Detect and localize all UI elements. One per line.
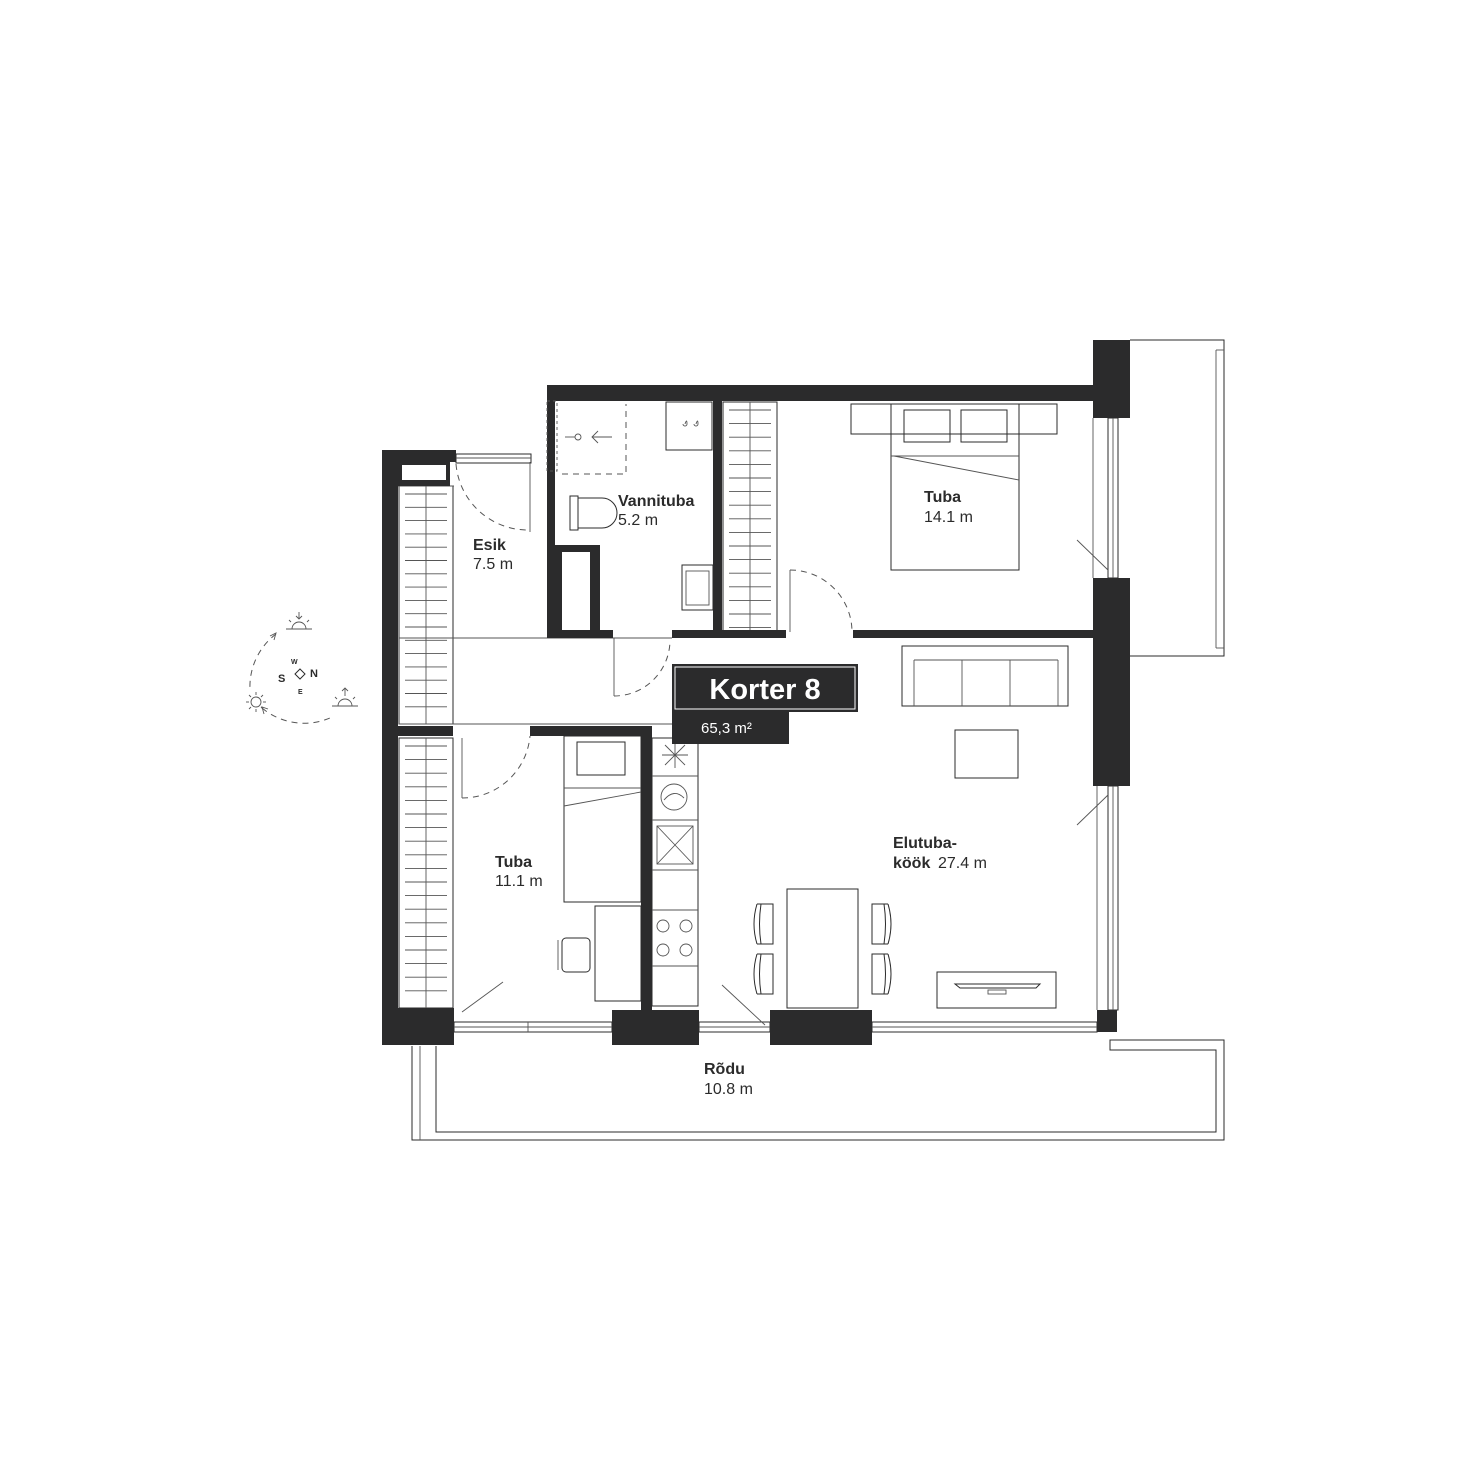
walls	[382, 340, 1130, 1045]
svg-text:Esik: Esik	[473, 537, 506, 554]
right-terrace-outline	[1130, 339, 1225, 657]
room-label-esik: Esik 7.5 m	[473, 537, 513, 573]
svg-text:10.8 m: 10.8 m	[704, 1081, 753, 1098]
room-label-elutuba: Elutuba- köök 27.4 m	[893, 835, 987, 872]
svg-text:Tuba: Tuba	[495, 854, 532, 871]
svg-text:5.2 m: 5.2 m	[618, 512, 658, 529]
svg-text:Tuba: Tuba	[924, 489, 961, 506]
apartment-title: Korter 8	[709, 674, 820, 706]
room-label-rodu: Rõdu 10.8 m	[704, 1061, 753, 1098]
bathroom-fixtures	[546, 400, 714, 611]
svg-text:14.1 m: 14.1 m	[924, 509, 973, 526]
single-bed	[563, 735, 642, 903]
balcony-outline	[411, 1039, 1225, 1141]
svg-text:Rõdu: Rõdu	[704, 1061, 745, 1078]
wardrobe-left-bottom	[398, 737, 454, 1009]
sink-icon	[665, 401, 713, 451]
svg-text:N: N	[310, 668, 318, 680]
desk-chair	[557, 937, 591, 973]
fridge-icon	[662, 742, 688, 768]
apartment-area: 65,3 m²	[701, 720, 752, 737]
room-label-tuba-small: Tuba 11.1 m	[495, 854, 543, 890]
tv-stand	[936, 971, 1057, 1009]
sofa	[901, 645, 1069, 707]
toilet-icon	[569, 495, 618, 531]
kitchen-counter	[651, 737, 699, 1007]
sun-icon	[246, 692, 266, 712]
wardrobe-bedroom	[722, 401, 778, 633]
coffee-table	[954, 729, 1019, 779]
compass: S N W E	[246, 612, 358, 724]
room-label-vannituba: Vannituba 5.2 m	[618, 493, 695, 529]
dining-table	[786, 888, 859, 1009]
svg-text:Elutuba-: Elutuba-	[893, 835, 957, 852]
stove-icon	[656, 919, 693, 957]
sunset-icon	[332, 687, 358, 707]
svg-text:11.1 m: 11.1 m	[495, 873, 543, 890]
room-label-tuba-big: Tuba 14.1 m	[924, 489, 973, 526]
svg-text:W: W	[291, 659, 298, 666]
compass-rose-icon: S N W E	[278, 659, 318, 696]
svg-text:S: S	[278, 673, 285, 685]
washing-drum-icon	[660, 783, 688, 811]
windows	[453, 417, 1119, 1033]
apartment-badge: Korter 8 65,3 m²	[672, 664, 858, 744]
svg-text:7.5 m: 7.5 m	[473, 556, 513, 573]
kitchen-sink-icon	[656, 825, 694, 865]
svg-text:köök: köök	[893, 855, 930, 872]
desk	[594, 905, 642, 1002]
washing-machine-icon	[681, 564, 714, 611]
dining-chairs	[753, 903, 892, 995]
wardrobe-left-top	[398, 485, 454, 725]
sunrise-icon	[286, 612, 312, 630]
double-bed	[850, 403, 1058, 571]
svg-text:Vannituba: Vannituba	[618, 493, 695, 510]
svg-text:27.4 m: 27.4 m	[938, 855, 987, 872]
doors	[455, 462, 1109, 1026]
svg-text:E: E	[298, 689, 303, 696]
